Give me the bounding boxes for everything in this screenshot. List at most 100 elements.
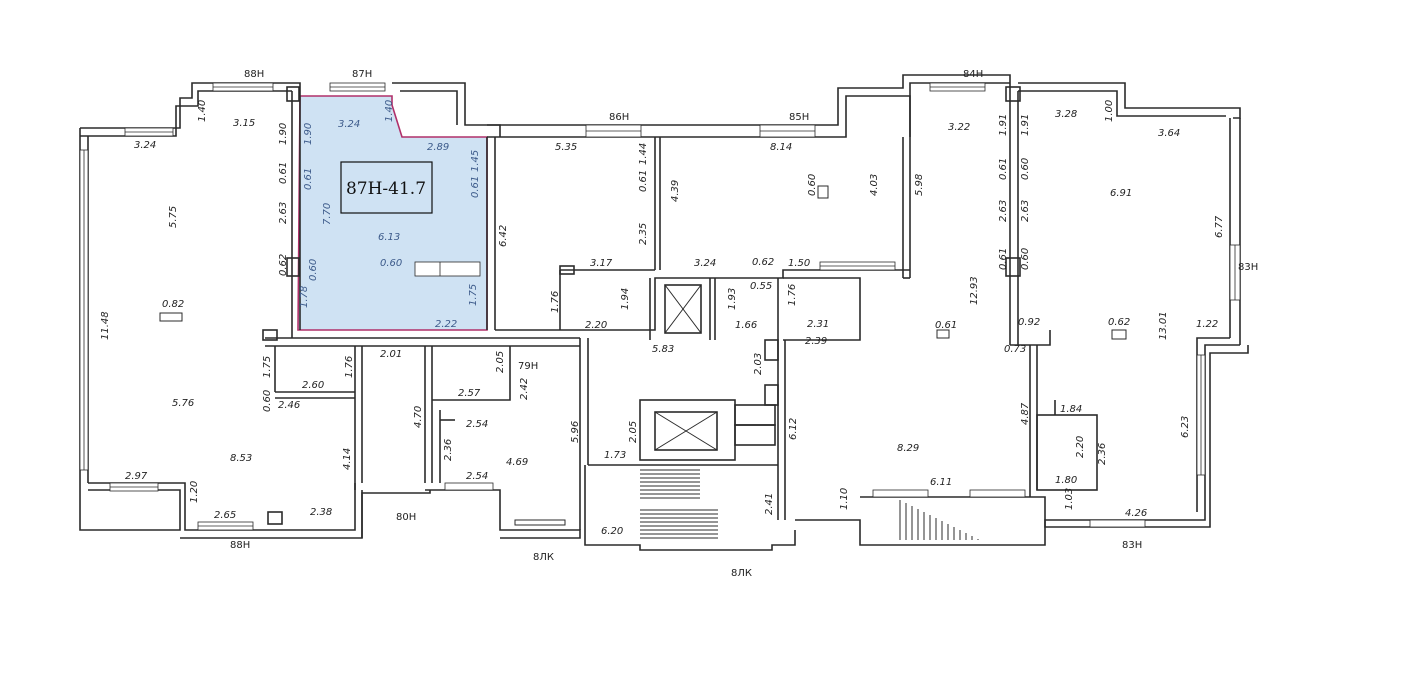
dim-label: 2.63 xyxy=(998,200,1009,222)
dim-label: 0.60 xyxy=(1020,248,1031,270)
unit-label-box[interactable]: 87Н-41.7 xyxy=(340,161,433,214)
unit-tag: 83Н xyxy=(1238,262,1258,273)
dim-label: 4.87 xyxy=(1020,402,1031,425)
dim-label: 1.93 xyxy=(727,288,738,310)
dim-label: 2.89 xyxy=(427,142,449,153)
dim-label: 2.63 xyxy=(1020,200,1031,222)
elevator-shafts xyxy=(654,284,718,451)
dimension-labels: 3.24 1.40 3.15 1.90 0.61 2.63 0.62 5.75 … xyxy=(100,100,1225,537)
dim-label: 0.60 xyxy=(308,259,319,281)
dim-label: 6.20 xyxy=(601,526,623,537)
dim-label: 3.28 xyxy=(1055,109,1077,120)
dim-label: 2.38 xyxy=(310,507,332,518)
dim-label: 6.91 xyxy=(1110,188,1132,199)
dim-label: 1.44 xyxy=(638,143,649,165)
dim-label: 0.60 xyxy=(807,174,818,196)
unit-tag: 83Н xyxy=(1122,540,1142,551)
dim-label: 2.42 xyxy=(519,378,530,400)
dim-label: 2.54 xyxy=(466,471,488,482)
dim-label: 0.55 xyxy=(750,281,772,292)
dim-label: 2.63 xyxy=(278,202,289,224)
unit-tag: 84Н xyxy=(963,69,983,80)
dim-label: 3.24 xyxy=(338,119,360,130)
dim-label: 4.14 xyxy=(342,448,353,470)
dim-label: 5.98 xyxy=(914,174,925,196)
dim-label: 4.39 xyxy=(670,180,681,202)
dim-label: 2.03 xyxy=(753,353,764,375)
dim-label: 13.01 xyxy=(1158,311,1169,340)
unit-tag: 8ЛК xyxy=(533,552,554,563)
dim-label: 2.05 xyxy=(495,351,506,373)
dim-label: 1.20 xyxy=(189,481,200,503)
dim-label: 1.80 xyxy=(1055,475,1077,486)
unit-tag: 79Н xyxy=(518,361,538,372)
dim-label: 0.73 xyxy=(1004,344,1026,355)
dim-label: 12.93 xyxy=(969,276,980,305)
unit-tags: 88Н 87Н 86Н 85Н 84Н 83Н 79Н 80Н 88Н 8ЛК … xyxy=(230,69,1258,579)
dim-label: 0.61 xyxy=(638,170,649,192)
dim-label: 0.61 xyxy=(470,176,481,198)
dim-label: 1.40 xyxy=(384,100,395,122)
dim-label: 2.31 xyxy=(807,319,829,330)
dim-label: 1.00 xyxy=(1104,100,1115,122)
unit-tag: 80Н xyxy=(396,512,416,523)
dim-label: 1.84 xyxy=(1060,404,1082,415)
dim-label: 1.91 xyxy=(998,114,1009,136)
dim-label: 3.15 xyxy=(233,118,255,129)
dim-label: 4.03 xyxy=(869,174,880,196)
dim-label: 1.45 xyxy=(470,150,481,172)
dim-label: 4.70 xyxy=(413,406,424,428)
dim-label: 1.94 xyxy=(620,288,631,310)
dim-label: 8.53 xyxy=(230,453,252,464)
dim-label: 1.90 xyxy=(303,123,314,145)
dim-label: 1.76 xyxy=(344,356,355,378)
dim-label: 5.83 xyxy=(652,344,674,355)
dim-label: 5.96 xyxy=(570,421,581,443)
dim-label: 0.60 xyxy=(1020,158,1031,180)
dim-label: 1.75 xyxy=(468,284,479,306)
dim-label: 3.24 xyxy=(694,258,716,269)
dim-label: 1.76 xyxy=(787,284,798,306)
dim-label: 5.35 xyxy=(555,142,577,153)
dim-label: 1.22 xyxy=(1196,319,1218,330)
dim-label: 2.22 xyxy=(435,319,457,330)
dim-label: 1.90 xyxy=(278,123,289,145)
dim-label: 2.41 xyxy=(764,493,775,515)
dim-label: 0.60 xyxy=(380,258,402,269)
unit-tag: 8ЛК xyxy=(731,568,752,579)
dim-label: 2.05 xyxy=(628,421,639,443)
dim-label: 2.20 xyxy=(1075,436,1086,458)
dim-label: 0.62 xyxy=(752,257,774,268)
dim-label: 2.54 xyxy=(466,419,488,430)
unit-tag: 88Н xyxy=(244,69,264,80)
highlight-dimensions: 3.24 1.40 1.90 2.89 1.45 0.61 0.61 7.70 … xyxy=(299,100,481,330)
dim-label: 8.14 xyxy=(770,142,792,153)
dim-label: 2.20 xyxy=(585,320,607,331)
dim-label: 3.17 xyxy=(590,258,613,269)
dim-label: 2.36 xyxy=(443,439,454,461)
dim-label: 3.64 xyxy=(1158,128,1180,139)
dim-label: 2.35 xyxy=(638,223,649,245)
dim-label: 1.91 xyxy=(1020,114,1031,136)
dim-label: 0.61 xyxy=(998,248,1009,270)
dim-label: 2.36 xyxy=(1097,443,1108,465)
staircases xyxy=(640,469,979,540)
dim-label: 2.57 xyxy=(458,388,481,399)
dim-label: 4.26 xyxy=(1125,508,1147,519)
dim-label: 0.62 xyxy=(1108,317,1130,328)
unit-tag: 85Н xyxy=(789,112,809,123)
dim-label: 1.40 xyxy=(197,100,208,122)
windows xyxy=(79,82,1241,531)
dim-label: 6.42 xyxy=(498,225,509,247)
unit-tag: 87Н xyxy=(352,69,372,80)
unit-label: 87Н-41.7 xyxy=(346,179,426,199)
dim-label: 0.60 xyxy=(262,390,273,412)
dim-label: 5.75 xyxy=(168,206,179,228)
dim-label: 4.69 xyxy=(506,457,528,468)
interior-walls xyxy=(265,88,1098,530)
dim-label: 6.77 xyxy=(1214,215,1225,238)
dim-label: 5.76 xyxy=(172,398,194,409)
columns xyxy=(262,86,1021,525)
dim-label: 1.75 xyxy=(262,356,273,378)
